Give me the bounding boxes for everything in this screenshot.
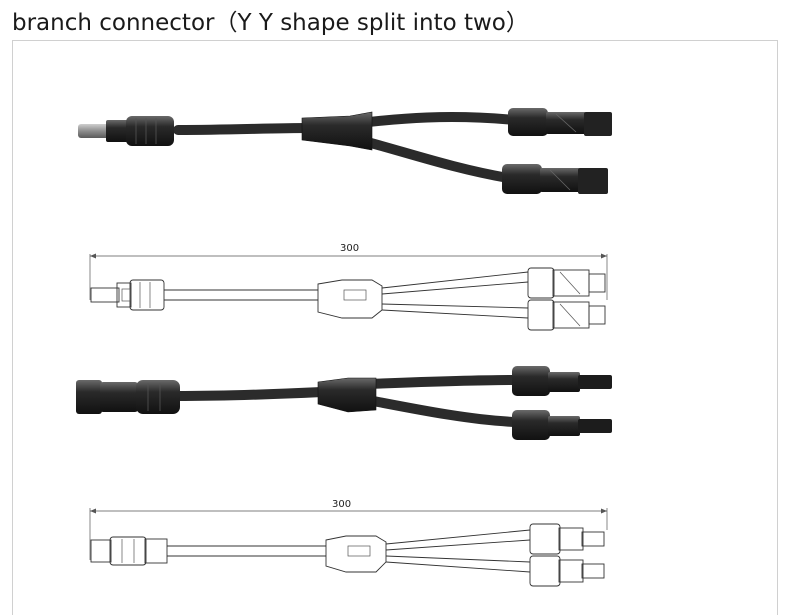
dimension-label-2: 300 <box>332 499 351 510</box>
y-connector-photo-1 <box>78 108 612 194</box>
page-title: branch connector（Y Y shape split into tw… <box>12 10 529 36</box>
y-connector-photo-2 <box>76 366 612 440</box>
technical-drawing-2: 300 <box>89 499 608 587</box>
technical-drawing-1: 300 <box>89 243 608 331</box>
dimension-label-1: 300 <box>340 243 359 254</box>
